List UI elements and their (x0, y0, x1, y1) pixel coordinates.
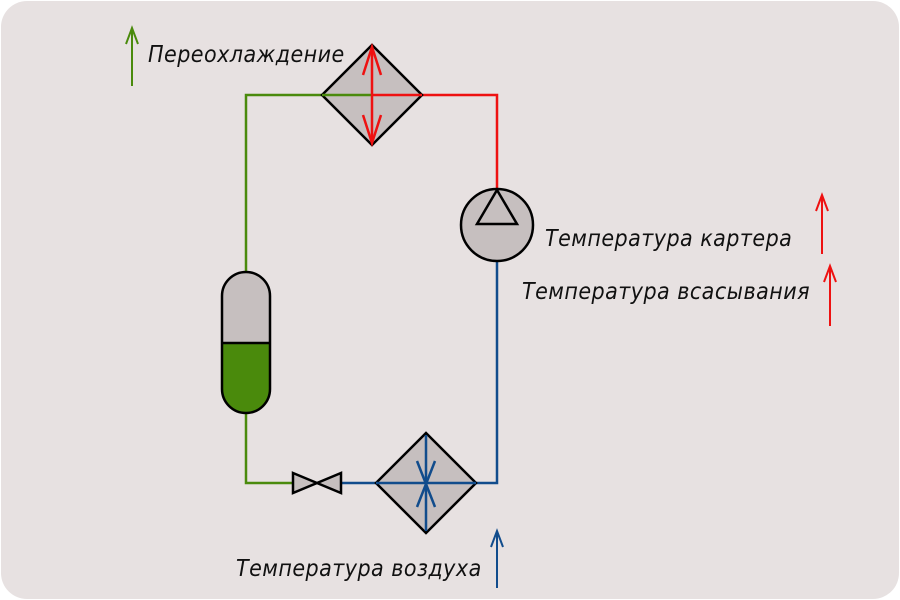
expansion-valve (291, 471, 343, 495)
suction-line (476, 261, 499, 485)
liquid-line-top (244, 93, 322, 275)
subcooling-label: Переохлаждение (148, 42, 345, 68)
compressor (459, 187, 535, 263)
crankcase-temp-arrow-icon (815, 192, 829, 254)
liquid-receiver (220, 270, 272, 415)
air-temp-arrow-icon (490, 528, 504, 588)
condenser-heat-exchanger (320, 42, 424, 148)
liquid-line-bottom (244, 412, 293, 485)
subcooling-arrow-icon (125, 25, 139, 86)
suction-temp-arrow-icon (823, 263, 837, 326)
evaporator-heat-exchanger (374, 431, 478, 535)
air-temp-label: Температура воздуха (236, 556, 482, 582)
suction-temp-label: Температура всасывания (522, 279, 811, 305)
crankcase-temp-label: Температура картера (545, 226, 793, 252)
